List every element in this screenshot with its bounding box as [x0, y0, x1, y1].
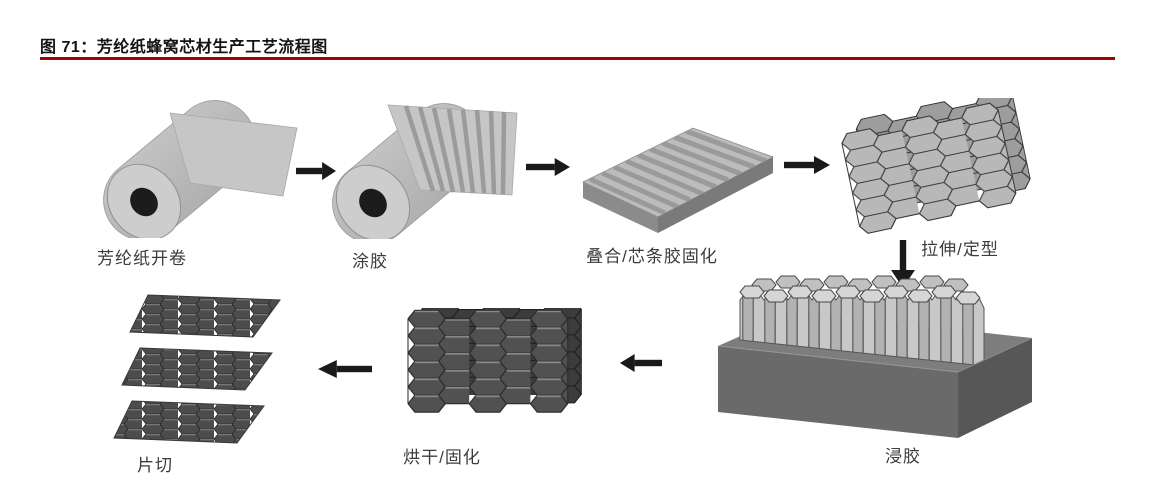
step-label-dry: 烘干/固化	[403, 448, 481, 467]
step-label-glue: 涂胶	[352, 252, 388, 271]
step-graphic-expanded-honeycomb	[833, 98, 1048, 243]
step-graphic-paper-roll-unwinding	[88, 96, 303, 238]
arrow-right-icon	[784, 156, 830, 174]
step-graphic-glue-coating-roll	[331, 91, 546, 239]
step-label-slice: 片切	[137, 456, 173, 475]
step-graphic-stacked-slab	[578, 118, 803, 240]
slab-stripes	[588, 128, 767, 216]
arrow-left-icon	[318, 360, 372, 378]
glue-stripes	[403, 105, 507, 195]
step-label-stretch: 拉伸/定型	[921, 240, 999, 259]
figure-title: 图 71：芳纶纸蜂窝芯材生产工艺流程图	[40, 39, 328, 56]
step-label-unwind: 芳纶纸开卷	[97, 249, 187, 268]
step-graphic-honeycomb-slices	[106, 284, 306, 446]
roll-core-hole	[359, 188, 387, 218]
step-graphic-dipping-tank	[710, 274, 1042, 450]
arrow-left-icon	[620, 354, 662, 372]
process-flow-diagram: 芳纶纸开卷 涂胶 叠合/芯条胶固化 拉伸/定型 浸胶 烘干/固化 片切	[0, 70, 1149, 496]
roll-core-hole	[130, 187, 158, 217]
honeycomb-tube-caps-front	[739, 285, 981, 305]
step-label-dip: 浸胶	[885, 447, 921, 466]
arrow-right-icon	[526, 158, 570, 176]
title-underline	[40, 57, 1115, 60]
step-graphic-cured-honeycomb	[403, 308, 593, 426]
step-label-stack: 叠合/芯条胶固化	[586, 247, 718, 266]
arrow-right-icon	[296, 162, 336, 180]
